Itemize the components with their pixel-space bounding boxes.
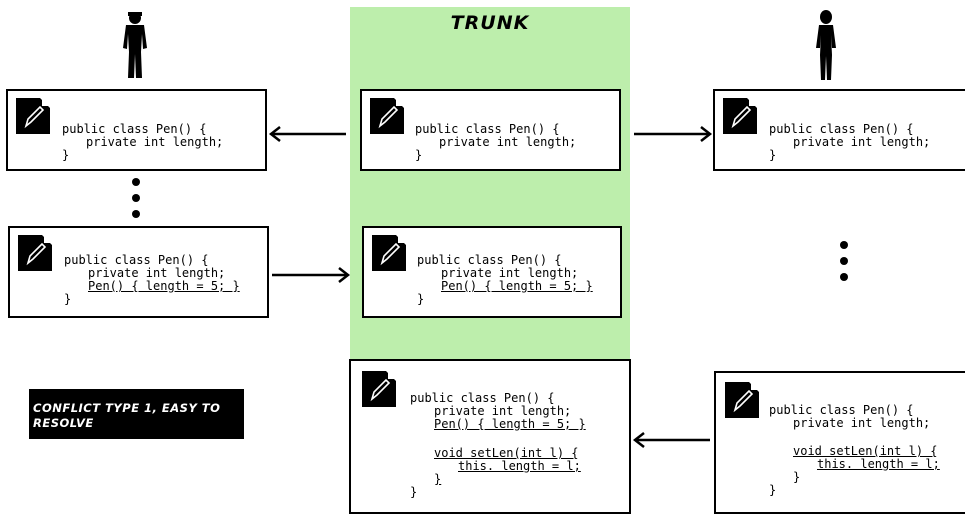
code-box-trunk-merged: public class Pen() { private int length;… bbox=[349, 359, 631, 514]
ellipsis-dot bbox=[840, 241, 848, 249]
arrow-right-icon bbox=[634, 126, 713, 142]
code-line: private int length; bbox=[86, 135, 224, 149]
code-line: public class Pen() { bbox=[410, 391, 555, 405]
edit-document-icon bbox=[723, 98, 757, 134]
conflict-type-label: CONFLICT TYPE 1, EASY TO RESOLVE bbox=[29, 389, 244, 439]
ellipsis-dot bbox=[132, 178, 140, 186]
code-line: private int length; bbox=[793, 416, 931, 430]
code-box-right-2: public class Pen() { private int length;… bbox=[714, 371, 965, 514]
code-line: public class Pen() { bbox=[62, 122, 207, 136]
ellipsis-dot bbox=[840, 257, 848, 265]
arrow-left-icon bbox=[632, 432, 710, 448]
developer-right-icon bbox=[816, 10, 836, 80]
code-line-added: void setLen(int l) { bbox=[793, 444, 938, 458]
code-line-added: } bbox=[434, 472, 442, 486]
edit-document-icon bbox=[362, 371, 396, 407]
code-line: private int length; bbox=[439, 135, 577, 149]
code-line-added: void setLen(int l) { bbox=[434, 446, 579, 460]
code-line: } bbox=[415, 148, 423, 162]
code-line: } bbox=[62, 148, 70, 162]
code-line-added: Pen() { length = 5; } bbox=[441, 279, 593, 293]
code-box-right-1: public class Pen() { private int length;… bbox=[713, 89, 965, 171]
code-line: private int length; bbox=[434, 404, 572, 418]
arrow-right-icon bbox=[272, 267, 351, 283]
code-line: } bbox=[410, 485, 418, 499]
code-line: private int length; bbox=[441, 266, 579, 280]
ellipsis-dot bbox=[132, 210, 140, 218]
code-line: } bbox=[769, 483, 777, 497]
code-line: } bbox=[64, 292, 72, 306]
edit-document-icon bbox=[18, 235, 52, 271]
arrow-left-icon bbox=[268, 126, 346, 142]
code-line-added: this. length = l; bbox=[817, 457, 940, 471]
ellipsis-dot bbox=[840, 273, 848, 281]
code-line: public class Pen() { bbox=[415, 122, 560, 136]
code-line: } bbox=[769, 148, 777, 162]
code-box-left-2: public class Pen() { private int length;… bbox=[8, 226, 269, 318]
code-box-trunk-2: public class Pen() { private int length;… bbox=[362, 226, 622, 318]
code-line: public class Pen() { bbox=[64, 253, 209, 267]
code-line: public class Pen() { bbox=[417, 253, 562, 267]
code-line: } bbox=[793, 470, 801, 484]
edit-document-icon bbox=[370, 98, 404, 134]
code-line: public class Pen() { bbox=[769, 403, 914, 417]
edit-document-icon bbox=[16, 98, 50, 134]
code-line-added: Pen() { length = 5; } bbox=[434, 417, 586, 431]
code-line: } bbox=[417, 292, 425, 306]
code-line: private int length; bbox=[88, 266, 226, 280]
trunk-title: TRUNK bbox=[450, 12, 530, 34]
ellipsis-dot bbox=[132, 194, 140, 202]
code-line: public class Pen() { bbox=[769, 122, 914, 136]
code-box-trunk-1: public class Pen() { private int length;… bbox=[360, 89, 621, 171]
edit-document-icon bbox=[725, 382, 759, 418]
code-line-added: this. length = l; bbox=[458, 459, 581, 473]
code-line: private int length; bbox=[793, 135, 931, 149]
edit-document-icon bbox=[372, 235, 406, 271]
code-box-left-1: public class Pen() { private int length;… bbox=[6, 89, 267, 171]
developer-left-icon bbox=[123, 12, 147, 78]
code-line-added: Pen() { length = 5; } bbox=[88, 279, 240, 293]
